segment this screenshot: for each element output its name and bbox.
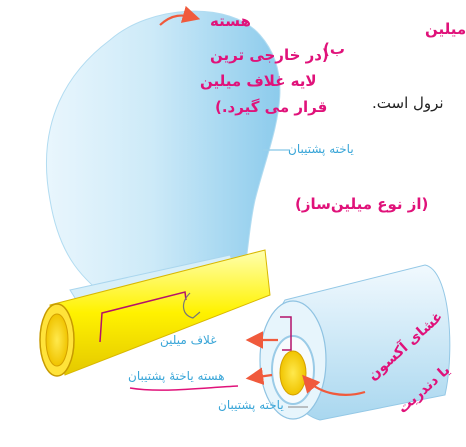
schwann-nucleus-underline <box>0 0 466 447</box>
